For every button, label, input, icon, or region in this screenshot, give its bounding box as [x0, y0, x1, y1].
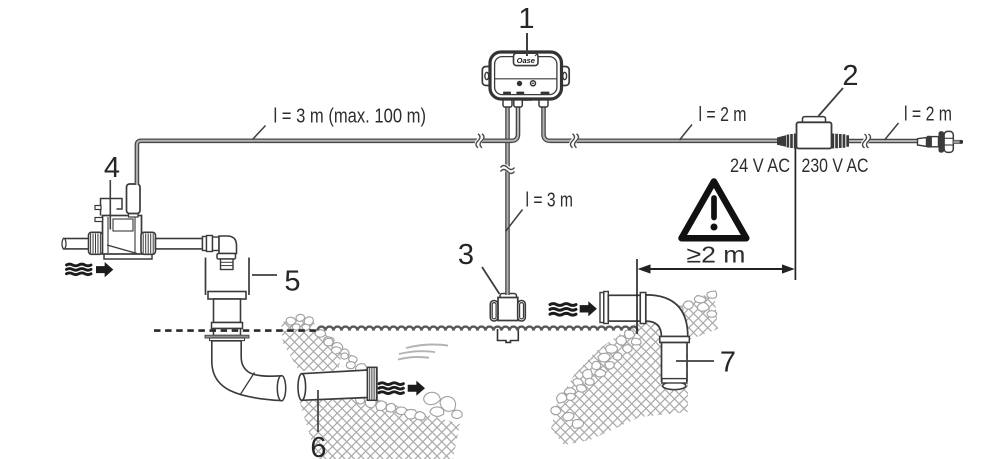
- svg-text:24 V AC: 24 V AC: [730, 155, 790, 177]
- svg-text:6: 6: [310, 432, 326, 459]
- svg-text:l = 3 m: l = 3 m: [526, 190, 574, 212]
- svg-text:230 V AC: 230 V AC: [802, 155, 869, 177]
- svg-text:Oase: Oase: [517, 56, 535, 65]
- svg-text:1: 1: [518, 3, 534, 35]
- svg-text:7: 7: [720, 347, 736, 379]
- svg-text:4: 4: [104, 152, 120, 184]
- svg-text:l = 2 m: l = 2 m: [699, 104, 747, 126]
- svg-text:2: 2: [842, 60, 858, 92]
- svg-text:≥2 m: ≥2 m: [687, 242, 746, 268]
- svg-text:l = 3 m (max. 100 m): l = 3 m (max. 100 m): [274, 106, 427, 128]
- svg-text:3: 3: [458, 239, 474, 271]
- svg-text:5: 5: [284, 266, 300, 298]
- svg-text:l = 2 m: l = 2 m: [904, 104, 952, 126]
